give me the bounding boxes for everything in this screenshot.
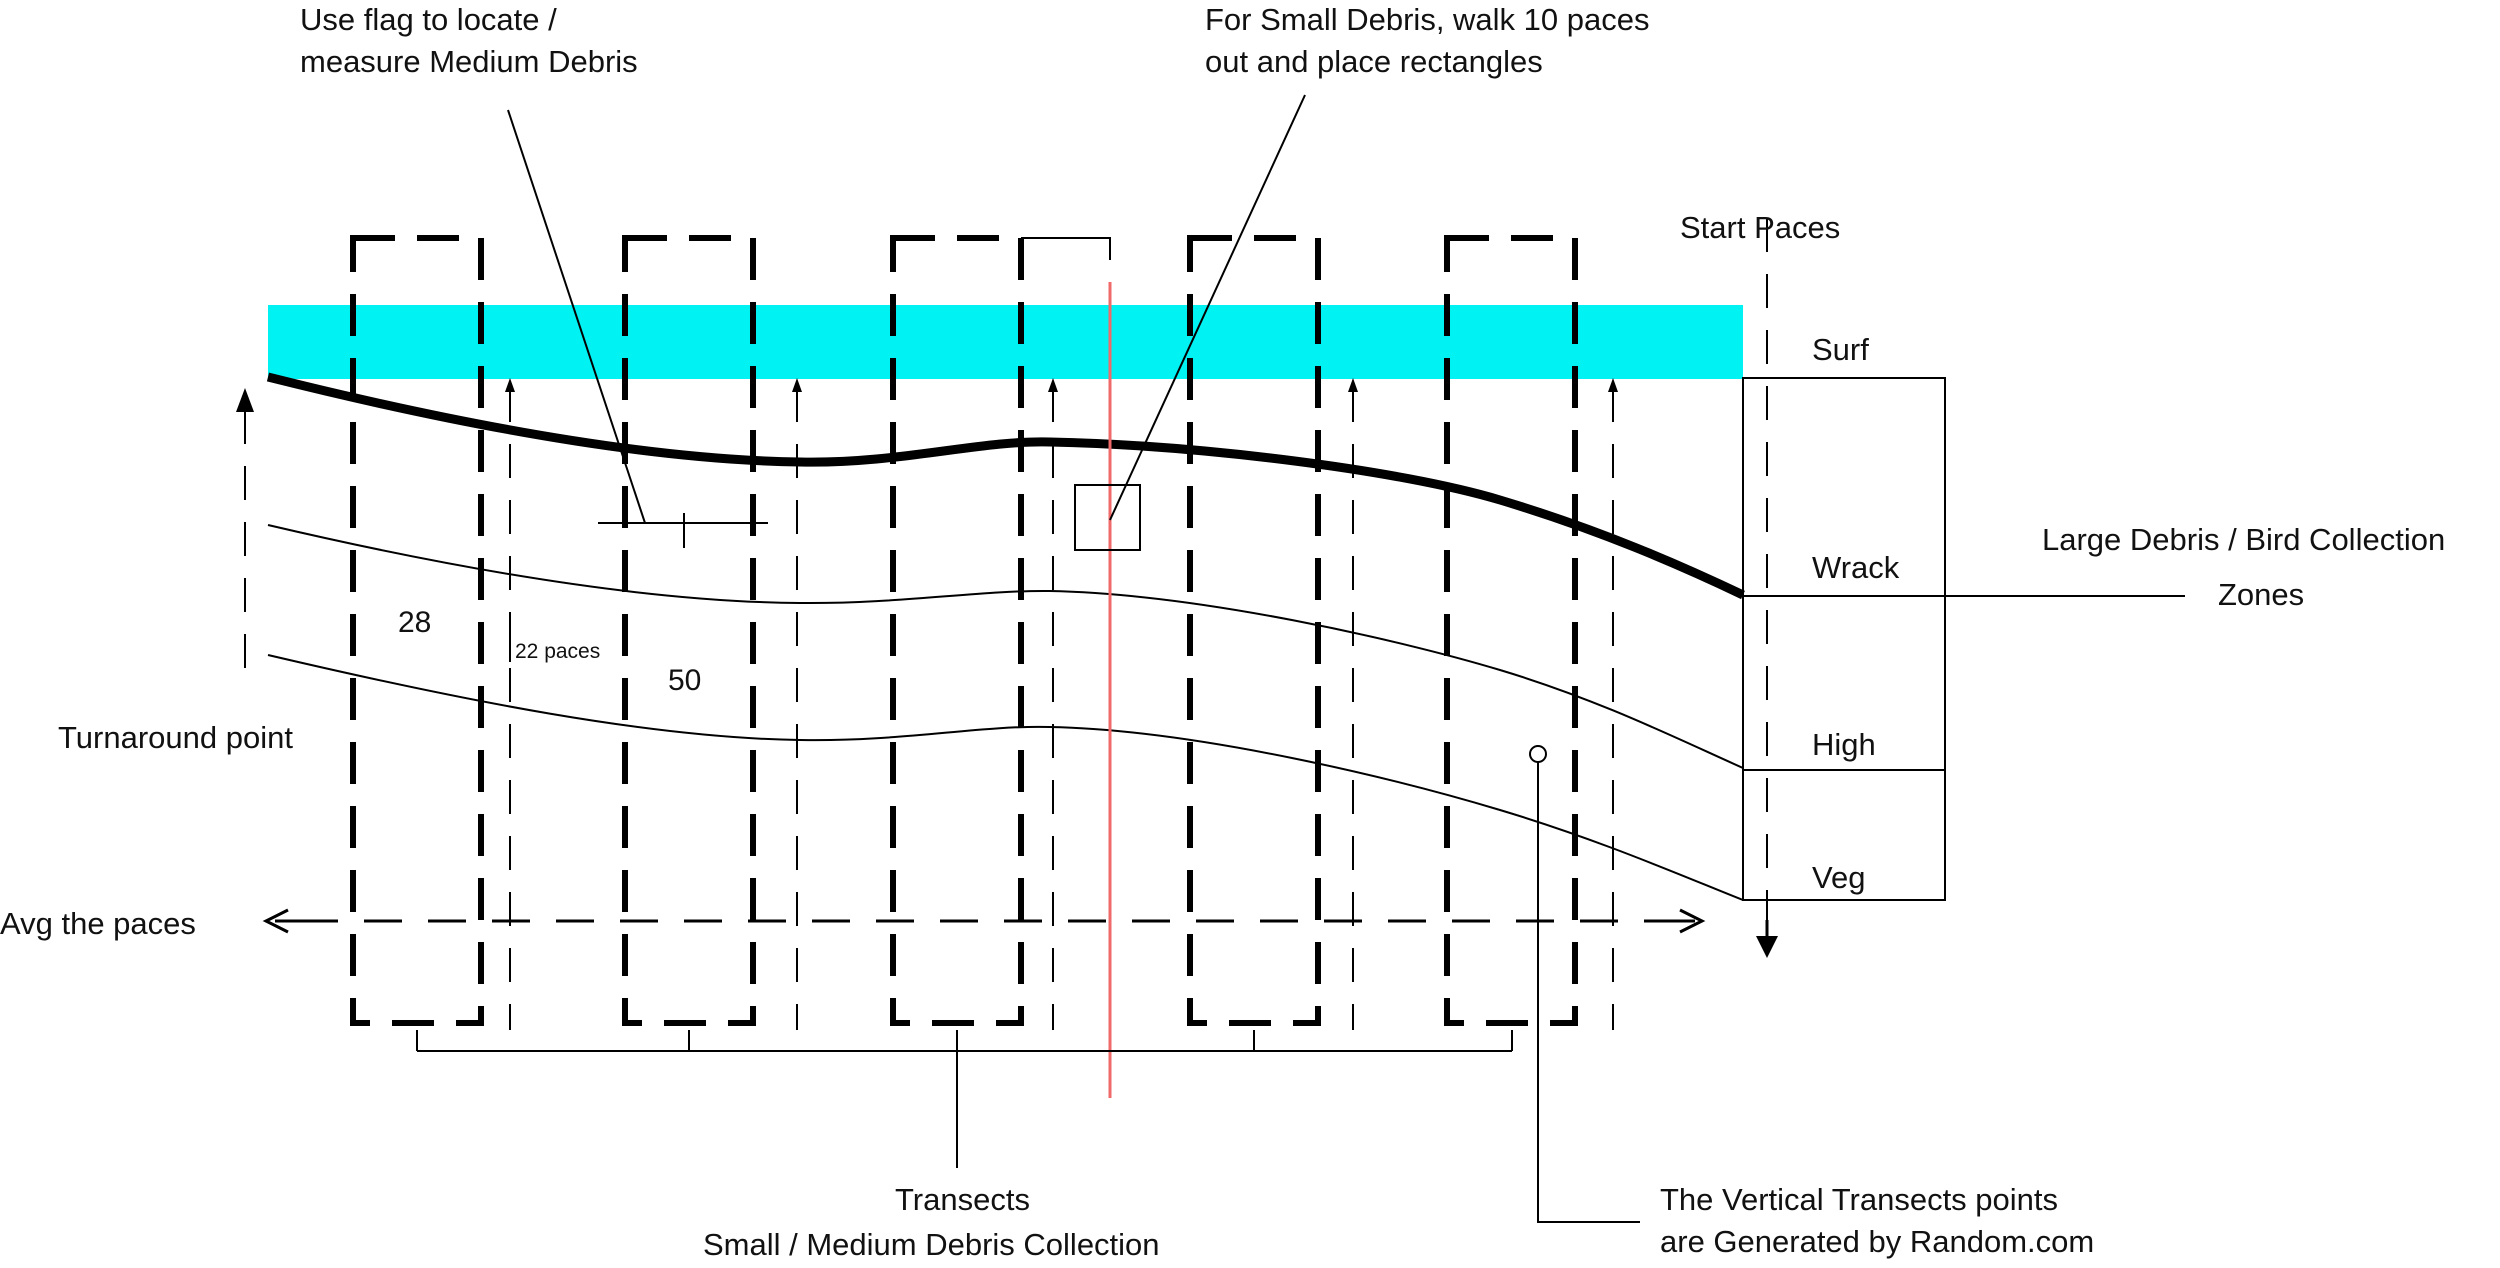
transects-line1: Transects — [895, 1182, 1030, 1217]
random-point-marker — [1529, 745, 1547, 763]
transects-bracket — [416, 1030, 1513, 1168]
flag-note-line2: measure Medium Debris — [300, 44, 638, 79]
turnaround-label: Turnaround point — [58, 720, 293, 755]
random-point-leader — [1537, 762, 1640, 1223]
transect-rectangles — [350, 235, 1578, 1026]
transect-rectangle-3 — [890, 235, 1024, 1026]
wrack-line — [266, 372, 1745, 600]
zone-surf-label: Surf — [1812, 332, 1869, 367]
large-debris-line1: Large Debris / Bird Collection — [2042, 522, 2445, 557]
zones-box — [1742, 377, 2185, 901]
top-bracket — [1021, 237, 1111, 260]
zone-wrack-label: Wrack — [1812, 550, 1900, 585]
small-debris-line1: For Small Debris, walk 10 paces — [1205, 2, 1650, 37]
vegetation-line — [267, 654, 1744, 901]
random-line1: The Vertical Transects points — [1660, 1182, 2058, 1217]
transect-rectangle-5 — [1444, 235, 1578, 1026]
transects-line2: Small / Medium Debris Collection — [703, 1227, 1160, 1262]
flag-note-line1: Use flag to locate / — [300, 2, 557, 37]
high-tide-line — [267, 524, 1744, 769]
up-arrow-icon — [1348, 378, 1358, 392]
up-arrow-icon — [1608, 378, 1618, 392]
right-arrow-icon — [1679, 908, 1706, 934]
small-debris-line2: out and place rectangles — [1205, 44, 1543, 79]
zone-veg-label: Veg — [1812, 860, 1865, 895]
up-arrow-icon — [792, 378, 802, 392]
pace-spacing-label: 22 paces — [515, 640, 600, 663]
avg-paces-label: Avg the paces — [0, 906, 196, 941]
up-arrow-icon — [505, 378, 515, 392]
left-arrow-icon — [262, 908, 289, 934]
start-paces-label: Start Paces — [1680, 210, 1840, 245]
transect-rectangle-1 — [350, 235, 484, 1026]
surf-band — [268, 305, 1743, 379]
zone-high-label: High — [1812, 727, 1876, 762]
large-debris-line2: Zones — [2218, 577, 2304, 612]
up-arrow-icon — [236, 388, 254, 412]
small-debris-rectangle — [1074, 94, 1306, 551]
transect-rectangle-4 — [1187, 235, 1321, 1026]
up-arrow-icon — [1048, 378, 1058, 392]
transect-arrowheads — [505, 378, 1618, 392]
transect-rectangle-2 — [622, 235, 756, 1026]
vertical-transect-lines — [509, 388, 1614, 1030]
flag-measure — [507, 109, 768, 548]
down-arrow-icon — [1756, 936, 1778, 958]
pace-count-second: 50 — [668, 664, 701, 697]
random-line2: are Generated by Random.com — [1660, 1224, 2094, 1259]
pace-count-first: 28 — [398, 606, 431, 639]
